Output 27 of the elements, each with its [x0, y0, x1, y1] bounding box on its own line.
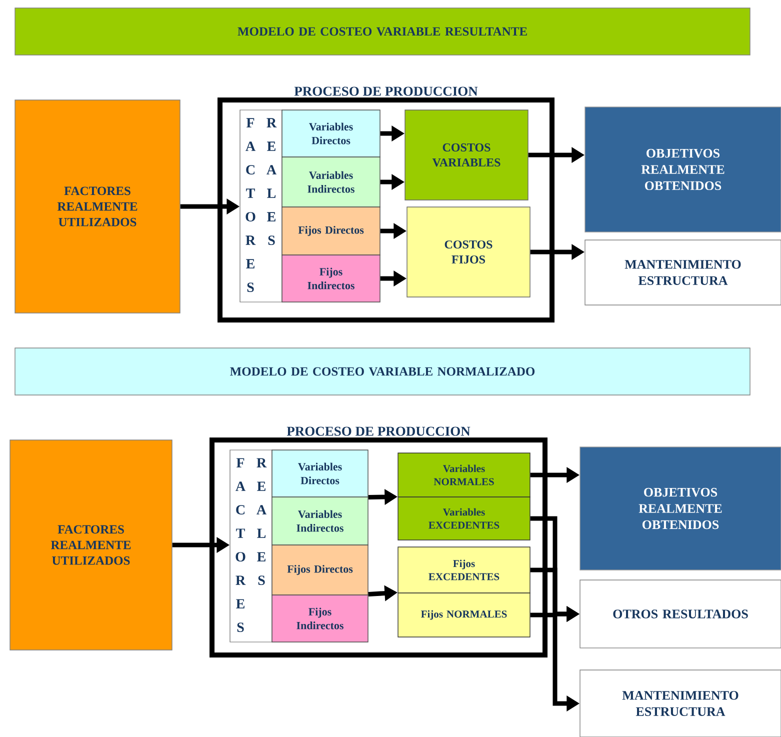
cost-category-box: Variables Indirectos	[282, 156, 380, 208]
cost-category-box: Fijos Directos	[282, 206, 380, 256]
input-box: FACTORES REALMENTE UTILIZADOS	[10, 440, 172, 650]
cost-category-box: Variables Directos	[272, 450, 368, 498]
cost-box: COSTOS VARIABLES	[404, 110, 528, 200]
input-box: FACTORES REALMENTE UTILIZADOS	[14, 100, 180, 314]
cost-box: COSTOS FIJOS	[406, 206, 530, 298]
result-box: MANTENIMIENTO ESTRUCTURA	[580, 670, 781, 737]
cost-category-box: Variables Indirectos	[272, 496, 368, 546]
result-box: MANTENIMIENTO ESTRUCTURA	[584, 240, 781, 306]
cost-category-box: Fijos Directos	[272, 544, 368, 596]
frame-heading: PROCESO DE PRODUCCION	[286, 426, 470, 436]
cost-category-box: Variables Directos	[282, 110, 380, 158]
cost-box: Fijos EXCEDENTES	[398, 546, 530, 594]
result-box: OBJETIVOS REALMENTE OBTENIDOS	[584, 106, 781, 232]
result-box: OTROS RESULTADOS	[580, 580, 781, 648]
title-banner: MODELO DE COSTEO VARIABLE RESULTANTE	[14, 8, 750, 56]
vertical-letters-column: FACTORES REALES	[230, 450, 272, 642]
cost-category-box: Fijos Indirectos	[272, 594, 368, 642]
title-banner: MODELO DE COSTEO VARIABLE NORMALIZADO	[14, 348, 750, 396]
vertical-letters-column: FACTORES REALES	[240, 110, 282, 302]
result-box: OBJETIVOS REALMENTE OBTENIDOS	[580, 446, 781, 570]
cost-category-box: Fijos Indirectos	[282, 254, 380, 302]
cost-box: Variables NORMALES	[398, 452, 530, 498]
cost-box: Fijos NORMALES	[398, 592, 530, 638]
frame-heading: PROCESO DE PRODUCCION	[294, 86, 478, 96]
cost-box: Variables EXCEDENTES	[398, 496, 530, 540]
